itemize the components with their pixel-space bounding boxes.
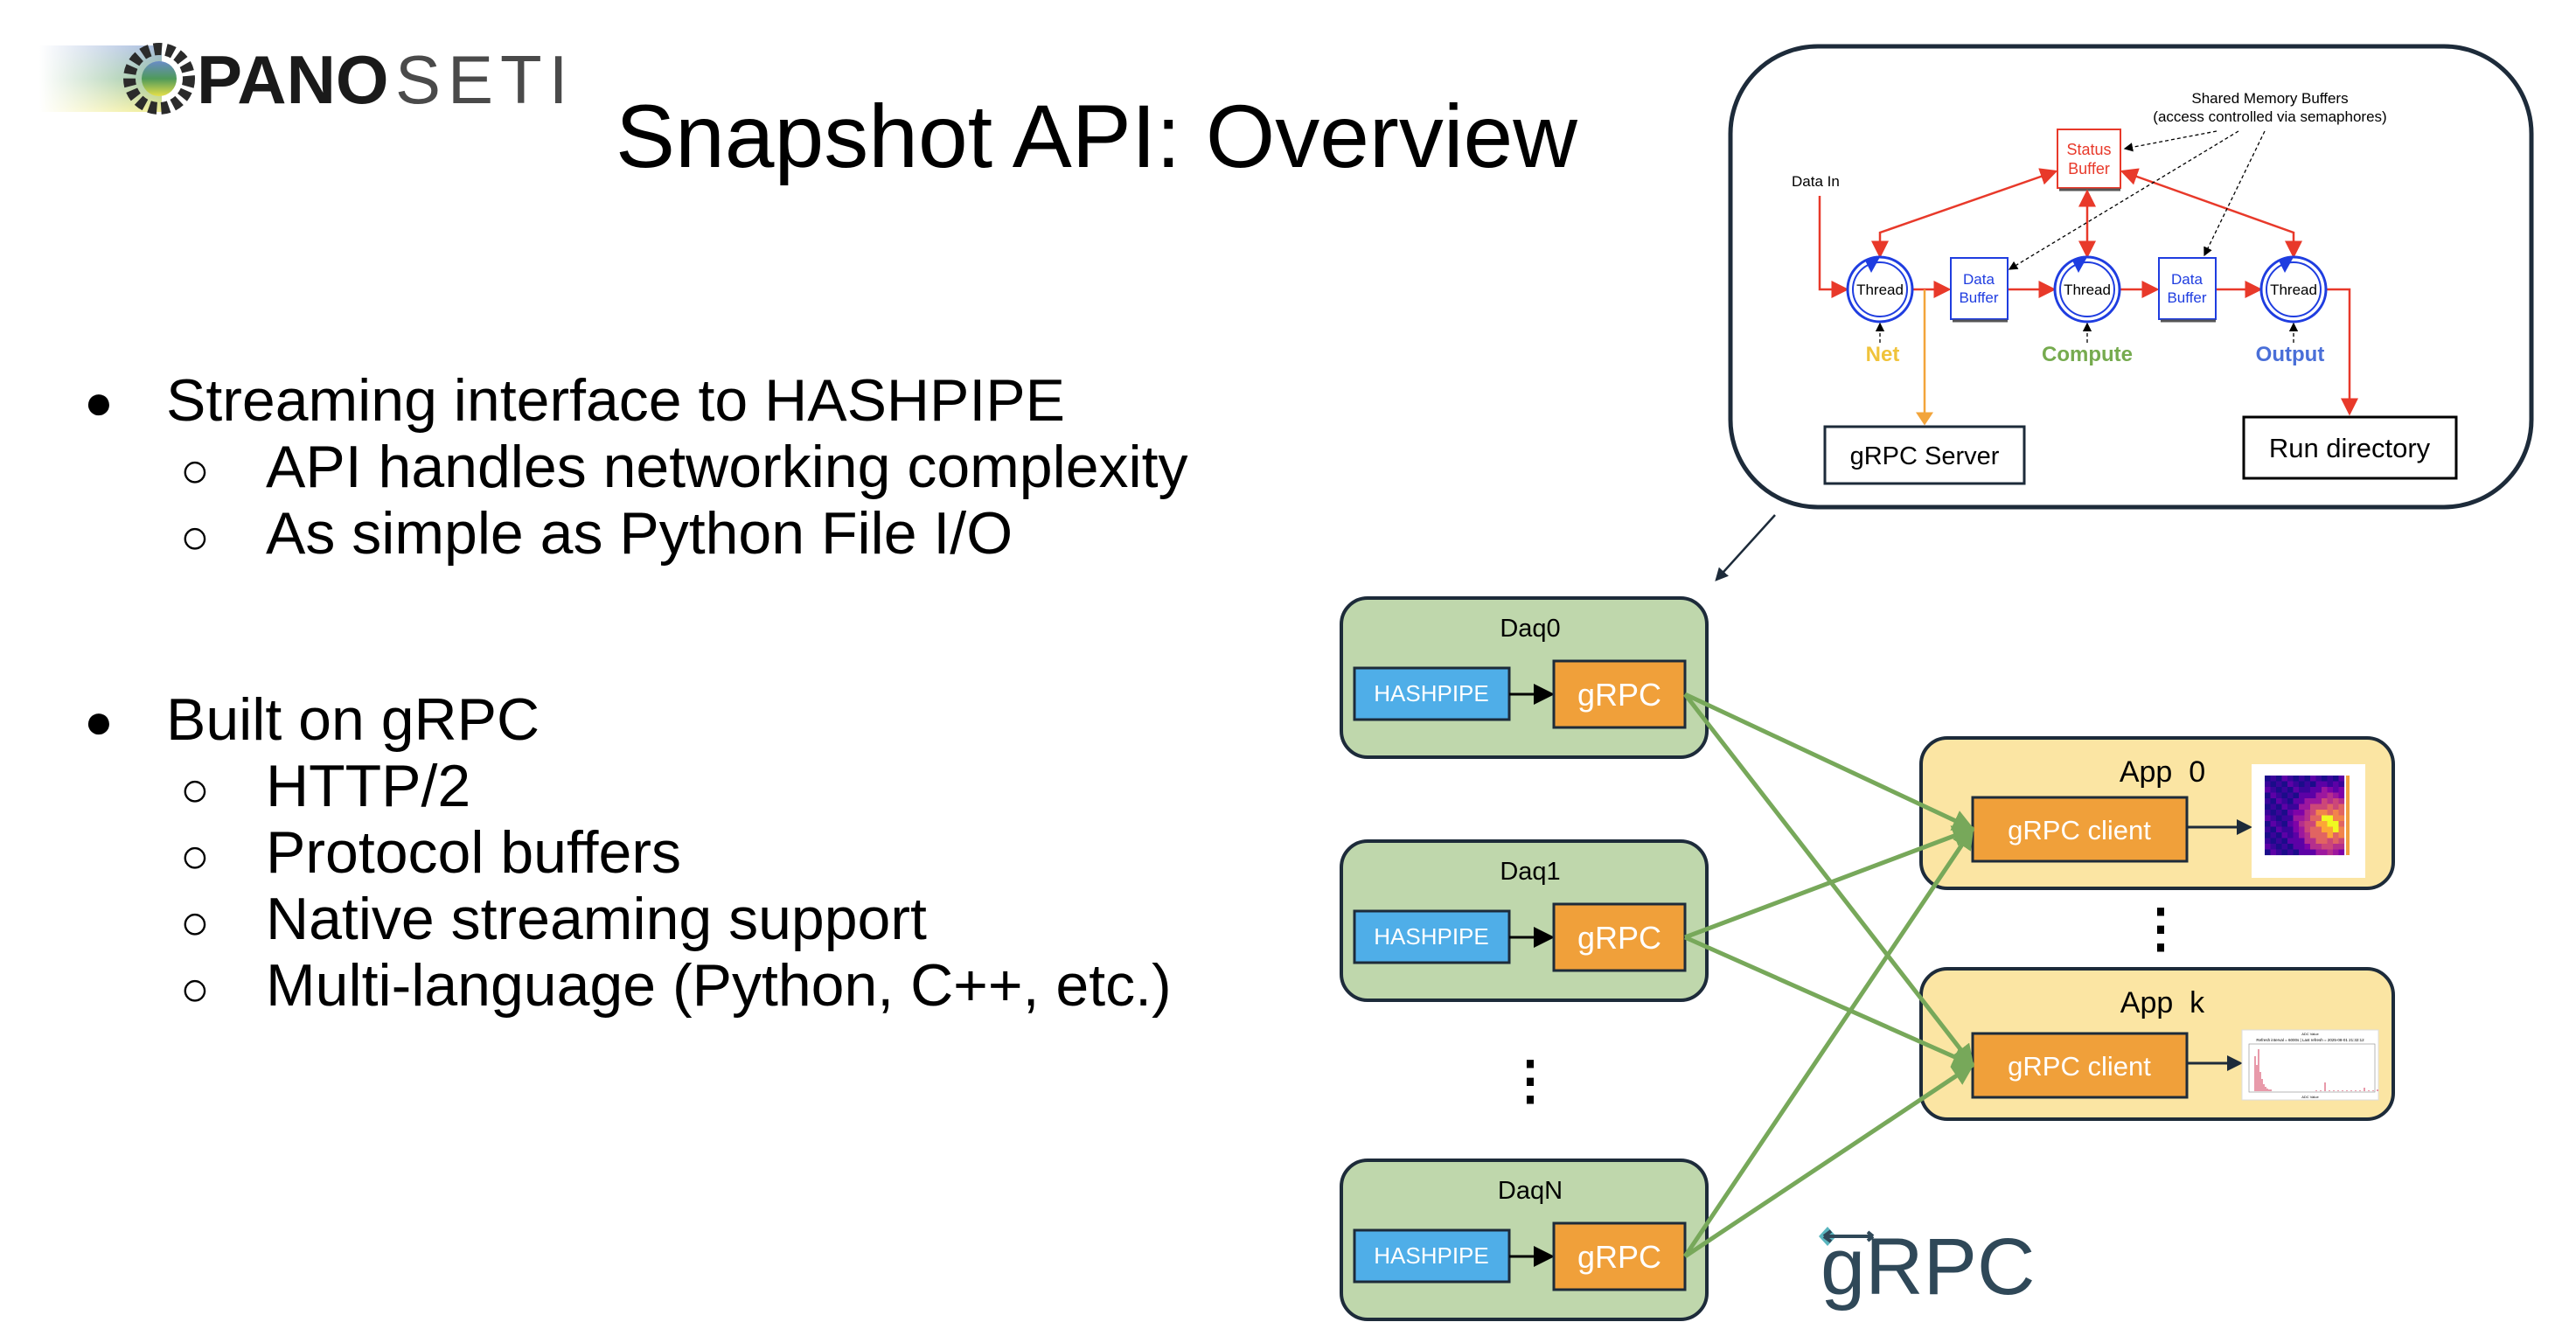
daq-ellipsis: ⋮ xyxy=(1504,1051,1556,1110)
grpc-server-node: gRPC xyxy=(1552,1221,1687,1291)
svg-text:Thread: Thread xyxy=(1856,282,1904,298)
stream-link-arrow xyxy=(1682,826,1975,1258)
sub-bullet-item: HTTP/2 xyxy=(266,753,471,819)
svg-text:gRPC: gRPC xyxy=(1577,677,1661,713)
stream-link-arrow xyxy=(1683,692,1974,1067)
grpc-server-node: gRPC xyxy=(1552,902,1687,972)
stream-link-arrow xyxy=(1684,825,1975,940)
svg-text:Buffer: Buffer xyxy=(2068,160,2110,177)
app-label: App k xyxy=(2120,986,2205,1019)
svg-text:Status: Status xyxy=(2066,141,2111,158)
daq-label: Daq0 xyxy=(1500,615,1560,643)
grpc-server-box: gRPC Server xyxy=(1823,425,2026,485)
daq-node: DaqN HASHPIPE gRPC xyxy=(1340,1159,1709,1321)
svg-text:Shared Memory Buffers: Shared Memory Buffers xyxy=(2191,90,2348,107)
app-ellipsis: ⋮ xyxy=(2134,899,2187,957)
daq-label: Daq1 xyxy=(1500,858,1560,886)
stream-link-arrow xyxy=(1683,692,1975,832)
svg-text:gRPC: gRPC xyxy=(1821,1222,2035,1312)
svg-text:HASHPIPE: HASHPIPE xyxy=(1374,923,1489,950)
stream-link-arrow xyxy=(1683,1062,1975,1259)
bullet-circle: ○ xyxy=(180,894,210,950)
bullet-circle: ○ xyxy=(180,828,210,883)
bullet-dot: ● xyxy=(84,693,114,748)
svg-text:PANO: PANO xyxy=(197,41,389,118)
grpc-server-node: gRPC xyxy=(1552,659,1687,729)
svg-text:gRPC client: gRPC client xyxy=(2008,1051,2151,1082)
svg-text:HASHPIPE: HASHPIPE xyxy=(1374,1242,1489,1269)
svg-text:gRPC: gRPC xyxy=(1577,1239,1661,1275)
svg-text:Buffer: Buffer xyxy=(2167,289,2206,306)
grpc-client-box: gRPC client xyxy=(1971,796,2189,863)
svg-text:Thread: Thread xyxy=(2064,282,2111,298)
callout-arrow xyxy=(1715,514,1776,581)
hashpipe-box: HASHPIPE xyxy=(1353,666,1511,721)
app-node: App 0 gRPC client xyxy=(1919,736,2395,890)
svg-text:gRPC: gRPC xyxy=(1577,920,1661,956)
svg-text:SETI: SETI xyxy=(395,41,574,118)
thread-net: Thread xyxy=(1846,255,1914,324)
bullet-circle: ○ xyxy=(180,442,210,498)
status-buffer: Status Buffer xyxy=(2057,129,2121,191)
svg-text:Thread: Thread xyxy=(2270,282,2317,298)
panoseti-logo: PANO SETI xyxy=(39,41,574,118)
sub-bullet-item: Multi-language (Python, C++, etc.) xyxy=(266,952,1172,1019)
svg-text:Run directory: Run directory xyxy=(2269,433,2431,463)
hashpipe-pipeline-diagram: Shared Memory Buffers (access controlled… xyxy=(1728,44,2534,510)
svg-text:ADC Value: ADC Value xyxy=(2301,1032,2319,1036)
svg-text:gRPC client: gRPC client xyxy=(2008,815,2151,845)
app-label: App 0 xyxy=(2120,755,2205,789)
daq-label: DaqN xyxy=(1498,1177,1563,1205)
svg-text:Refresh interval = 6000s | Las: Refresh interval = 6000s | Last refresh … xyxy=(2256,1038,2364,1042)
data-buffer-1: Data Buffer xyxy=(1950,257,2009,323)
thread-compute: Thread xyxy=(2053,255,2121,324)
data-buffer-2: Data Buffer xyxy=(2158,257,2217,323)
stage-label-net: Net xyxy=(1866,343,1900,366)
svg-text:Data: Data xyxy=(1963,271,1995,288)
run-directory-box: Run directory xyxy=(2242,415,2458,480)
grpc-client-box: gRPC client xyxy=(1971,1032,2189,1099)
stage-label-output: Output xyxy=(2256,343,2325,366)
bullet-item: Streaming interface to HASHPIPE xyxy=(166,367,1066,434)
svg-text:gRPC Server: gRPC Server xyxy=(1850,442,2000,470)
svg-text:Data In: Data In xyxy=(1792,173,1840,190)
gear-icon xyxy=(123,43,195,115)
heatmap-thumbnail xyxy=(2252,764,2365,878)
svg-text:HASHPIPE: HASHPIPE xyxy=(1374,680,1489,706)
bullet-dot: ● xyxy=(84,374,114,429)
svg-text:Buffer: Buffer xyxy=(1959,289,1998,306)
sub-bullet-item: As simple as Python File I/O xyxy=(266,500,1013,567)
thread-output: Thread xyxy=(2259,255,2328,324)
bullet-circle: ○ xyxy=(180,509,210,564)
svg-text:ADC Value: ADC Value xyxy=(2301,1095,2319,1099)
bullet-circle: ○ xyxy=(180,762,210,817)
svg-text:Data: Data xyxy=(2171,271,2203,288)
sub-bullet-item: Native streaming support xyxy=(266,886,927,952)
bullet-circle: ○ xyxy=(180,961,210,1016)
histogram-thumbnail: ADC Value Refresh interval = 6000s | Las… xyxy=(2241,1029,2379,1101)
bullet-item: Built on gRPC xyxy=(166,686,540,753)
grpc-logo: gRPC xyxy=(1819,1222,2035,1312)
hashpipe-box: HASHPIPE xyxy=(1353,1228,1511,1284)
sub-bullet-item: API handles networking complexity xyxy=(266,434,1188,500)
hashpipe-box: HASHPIPE xyxy=(1353,909,1511,964)
stream-link-arrow xyxy=(1683,935,1975,1068)
svg-text:(access controlled via semapho: (access controlled via semaphores) xyxy=(2153,108,2386,125)
stage-label-compute: Compute xyxy=(2042,343,2133,366)
page-title: Snapshot API: Overview xyxy=(616,87,1577,186)
sub-bullet-item: Protocol buffers xyxy=(266,819,682,886)
